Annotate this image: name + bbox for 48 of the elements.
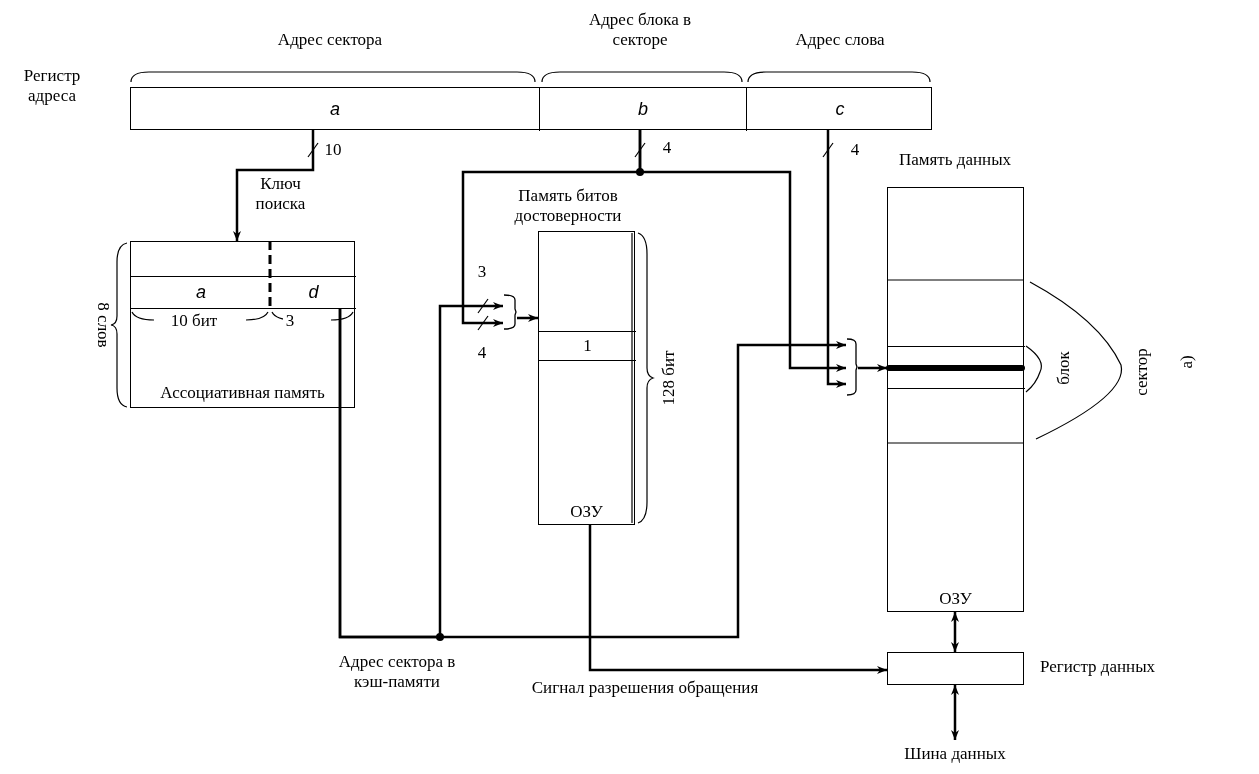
connector-arrow: [588, 525, 887, 674]
connector-arrow: [951, 685, 959, 740]
multiplexer-bracket: [503, 294, 517, 330]
bus-width-label: 10: [323, 140, 343, 160]
node-text: 1: [583, 336, 592, 356]
text-label: 128 бит: [659, 350, 679, 406]
text-label: Регистр адреса: [22, 66, 82, 106]
connector-arrow: [951, 612, 959, 652]
text-label: блок: [1054, 351, 1074, 385]
node-text: Шина данных: [904, 744, 1006, 764]
connector-arrow: [338, 308, 846, 639]
connector-arrow: [517, 314, 538, 322]
address-register: [130, 87, 932, 130]
edge-label: Сигнал разрешения обращения: [530, 678, 760, 698]
node-text: ОЗУ: [939, 589, 972, 609]
associative-memory: [130, 241, 355, 408]
text-label: Память данных: [897, 150, 1013, 170]
bus-width-label: 4: [849, 140, 861, 160]
text-label: 8 слов: [93, 302, 113, 348]
text-label: сектор: [1132, 348, 1152, 396]
bus-width-label: 4: [476, 343, 488, 363]
text-label: Память битов достоверности: [513, 186, 623, 226]
field-letter: a: [196, 282, 206, 303]
memory-row: [539, 331, 636, 361]
text-label: Адрес слова: [794, 30, 886, 50]
node-text: ОЗУ: [570, 502, 603, 522]
field-letter: d: [308, 282, 319, 303]
text-label: Адрес блока в секторе: [587, 10, 693, 50]
data-memory: [887, 187, 1024, 612]
field-letter: b: [638, 99, 648, 120]
bus-width-label: 4: [661, 138, 673, 158]
field-letter: a: [330, 99, 340, 120]
text-label: а): [1177, 355, 1197, 369]
data-register: [887, 652, 1024, 685]
node-caption: Регистр данных: [1040, 657, 1157, 677]
memory-row: [131, 276, 271, 309]
memory-row: [271, 276, 356, 309]
valid-bit-memory: [538, 231, 635, 525]
node-text: Ассоциативная память: [160, 383, 325, 403]
connector-arrow: [826, 130, 846, 388]
memory-block-row: [888, 346, 1025, 389]
connector-arrow: [858, 364, 887, 372]
text-label: Адрес сектора: [276, 30, 384, 50]
connector-arrow: [638, 130, 846, 372]
connector-arrow: [233, 130, 315, 241]
multiplexer-bracket: [846, 338, 858, 396]
bus-width-label: 3: [476, 262, 488, 282]
field-letter: c: [835, 99, 845, 120]
